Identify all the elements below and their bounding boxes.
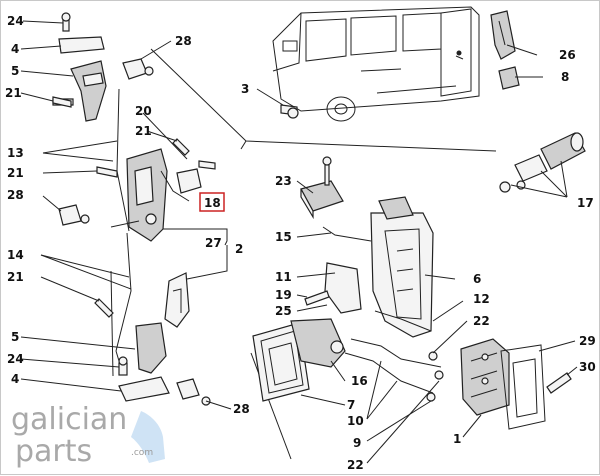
callout-21-b: 21 <box>7 166 24 180</box>
galicianparts-watermark: galician parts .com <box>11 403 165 469</box>
handle-16 <box>290 318 346 368</box>
callout-10: 10 <box>347 414 364 428</box>
plate-11 <box>324 262 362 314</box>
callout-15: 15 <box>275 230 292 244</box>
actuator-23 <box>300 156 344 220</box>
inner-handle-7 <box>252 322 310 402</box>
part-3-bolt <box>280 104 299 119</box>
callout-labels: 24 4 5 21 28 13 21 20 21 28 18 27 2 14 2… <box>5 14 596 472</box>
water-drop-shape <box>131 411 165 463</box>
callout-22-top: 22 <box>473 314 490 328</box>
callout-5-bottom: 5 <box>11 330 19 344</box>
callout-28-bottom: 28 <box>233 402 250 416</box>
part-17-cylinder <box>499 132 586 193</box>
callout-26: 26 <box>559 48 576 62</box>
screws-21 <box>52 96 190 318</box>
door-outline <box>110 48 497 460</box>
watermark-suffix: .com <box>131 448 153 458</box>
callout-6: 6 <box>473 272 481 286</box>
screw-30 <box>546 372 572 394</box>
lock-frame-6 <box>370 196 434 338</box>
callout-29: 29 <box>579 334 596 348</box>
leader-lines <box>20 20 578 464</box>
callout-30: 30 <box>579 360 596 374</box>
callout-8: 8 <box>561 70 569 84</box>
callout-12: 12 <box>473 292 490 306</box>
callout-28-mid: 28 <box>7 188 24 202</box>
watermark-line2: parts <box>15 434 92 469</box>
callout-21-d: 21 <box>7 270 24 284</box>
upper-hinge <box>52 12 107 122</box>
callout-27: 27 <box>205 236 222 250</box>
callout-16: 16 <box>351 374 368 388</box>
callout-21-c: 21 <box>135 124 152 138</box>
callout-11: 11 <box>275 270 292 284</box>
callout-7: 7 <box>347 398 355 412</box>
callout-13: 13 <box>7 146 24 160</box>
van-illustration <box>272 6 480 122</box>
lock-mechanism-18 <box>110 148 216 242</box>
callout-21-a: 21 <box>5 86 22 100</box>
callout-18: 18 <box>204 196 221 210</box>
callout-1: 1 <box>453 432 461 446</box>
screw-19 <box>304 290 330 306</box>
lock-1 <box>460 338 510 416</box>
callout-14: 14 <box>7 248 24 262</box>
part-27 <box>164 272 190 328</box>
callout-3: 3 <box>241 82 249 96</box>
callout-4-bottom: 4 <box>11 372 19 386</box>
part-26-bracket <box>490 10 516 60</box>
part-8-bumper <box>498 66 520 90</box>
callout-17: 17 <box>577 196 594 210</box>
callout-20: 20 <box>135 104 152 118</box>
watermark-line1: galician <box>11 403 127 437</box>
callout-28-top: 28 <box>175 34 192 48</box>
callout-25: 25 <box>275 304 292 318</box>
callout-19: 19 <box>275 288 292 302</box>
callout-4-top: 4 <box>11 42 19 56</box>
callout-22-bottom: 22 <box>347 458 364 472</box>
lower-hinge <box>118 322 170 402</box>
rod-15 <box>322 226 372 242</box>
clip-28-top <box>122 58 154 80</box>
highlight-box-18 <box>199 192 225 212</box>
callout-5-top: 5 <box>11 64 19 78</box>
callout-23: 23 <box>275 174 292 188</box>
clip-28-bottom <box>176 378 211 406</box>
callout-9: 9 <box>353 436 361 450</box>
callout-24-top: 24 <box>7 14 24 28</box>
callout-2: 2 <box>235 242 243 256</box>
callout-24-bottom: 24 <box>7 352 24 366</box>
rods-lower-right <box>344 310 444 402</box>
clip-28-mid <box>58 204 90 226</box>
plate-29 <box>500 344 546 430</box>
